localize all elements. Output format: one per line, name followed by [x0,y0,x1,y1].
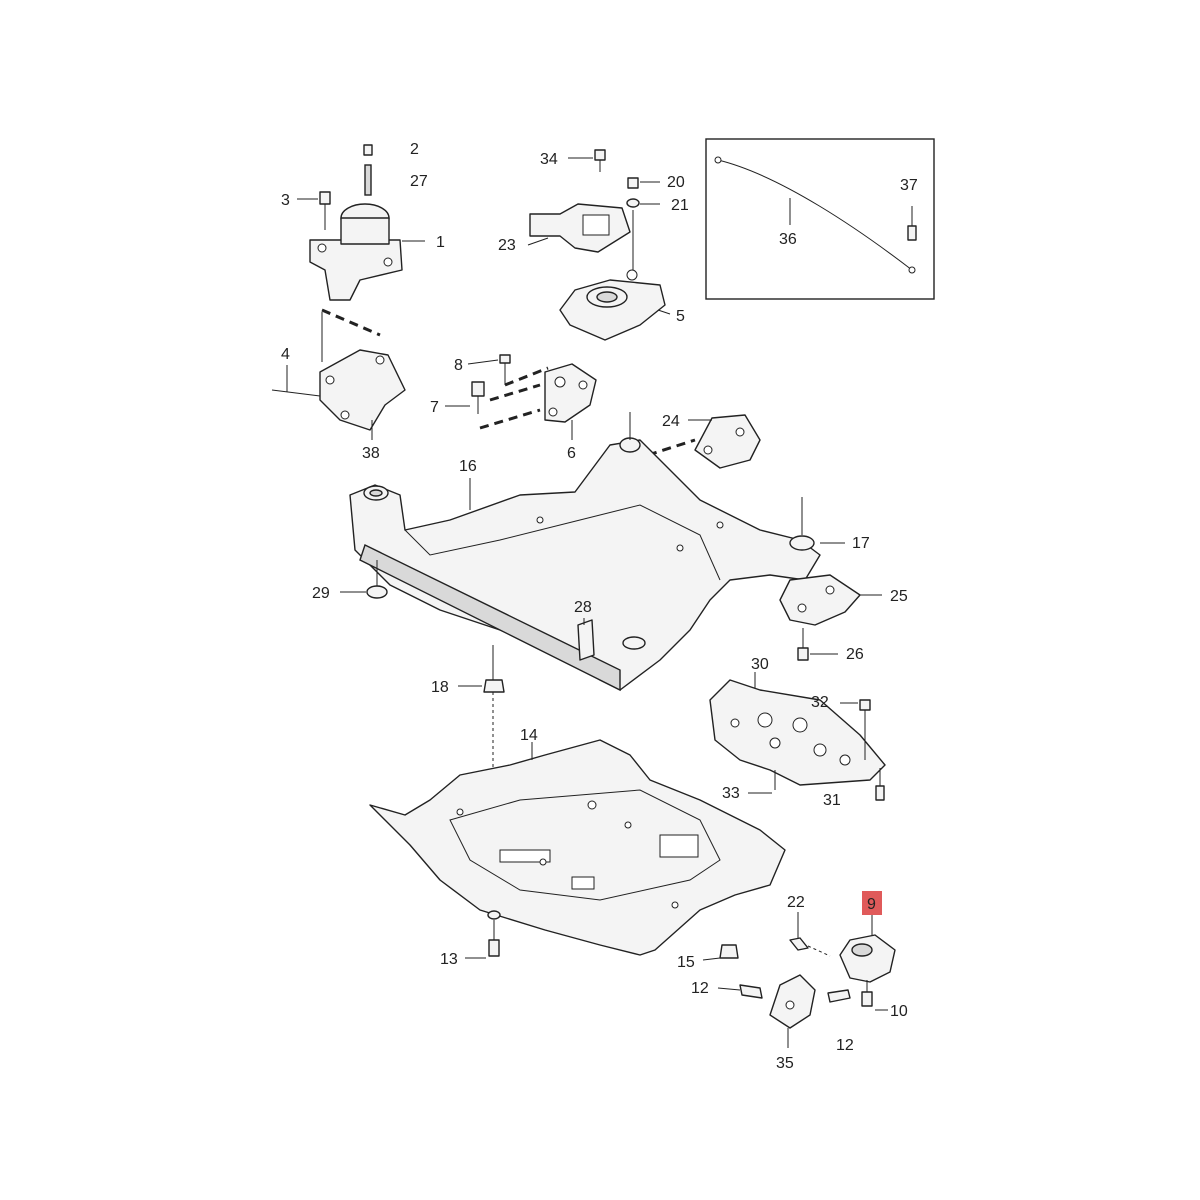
callout-4: 4 [281,346,290,363]
callout-31: 31 [823,792,841,809]
callout-20: 20 [667,174,685,191]
callout-21: 21 [671,197,689,214]
bracket-part-24 [647,414,761,469]
pin-part-28 [577,618,595,661]
callout-1: 1 [436,234,445,251]
engine-mount-part-1 [297,144,425,301]
callout-9: 9 [867,896,876,913]
callout-5: 5 [676,308,685,325]
bracket-part-38 [271,349,406,440]
callout-34: 34 [540,151,558,168]
callout-24: 24 [662,413,680,430]
callout-2: 2 [410,141,419,158]
callout-32: 32 [811,694,829,711]
callout-30: 30 [751,656,769,673]
callout-29: 29 [312,585,330,602]
callout-36: 36 [779,231,797,248]
callout-13: 13 [440,951,458,968]
callout-10: 10 [890,1003,908,1020]
callout-23: 23 [498,237,516,254]
callout-9-highlight [862,891,882,915]
callout-14: 14 [520,727,538,744]
callout-18: 18 [431,679,449,696]
mount-part-5-assembly [527,149,671,341]
callout-38: 38 [362,445,380,462]
callout-6: 6 [567,445,576,462]
callout-12-right: 12 [836,1037,854,1054]
callout-15: 15 [677,954,695,971]
callout-35: 35 [776,1055,794,1072]
callout-12-left: 12 [691,980,709,997]
bracket-part-25 [779,574,882,661]
callout-labels: 1 2 27 3 34 20 21 23 5 36 37 4 38 8 7 6 … [281,141,918,1072]
callout-27: 27 [410,173,428,190]
shield-part-30 [709,672,886,801]
callout-26: 26 [846,646,864,663]
bushing-part-29 [340,560,388,599]
fasteners-part-13-15 [465,910,739,961]
undertray-part-14 [369,739,786,956]
connector-1-38 [321,308,381,337]
torque-rod-part-9-assembly [717,912,896,1048]
callout-28: 28 [574,599,592,616]
callout-7: 7 [430,399,439,416]
subframe-part-16 [349,412,845,692]
callout-37: 37 [900,177,918,194]
callout-3: 3 [281,192,290,209]
callout-8: 8 [454,357,463,374]
callout-22: 22 [787,894,805,911]
callout-17: 17 [852,535,870,552]
callout-16: 16 [459,458,477,475]
inset-box [705,138,935,300]
callout-25: 25 [890,588,908,605]
bracket-part-6-assembly [445,354,597,440]
callout-33: 33 [722,785,740,802]
